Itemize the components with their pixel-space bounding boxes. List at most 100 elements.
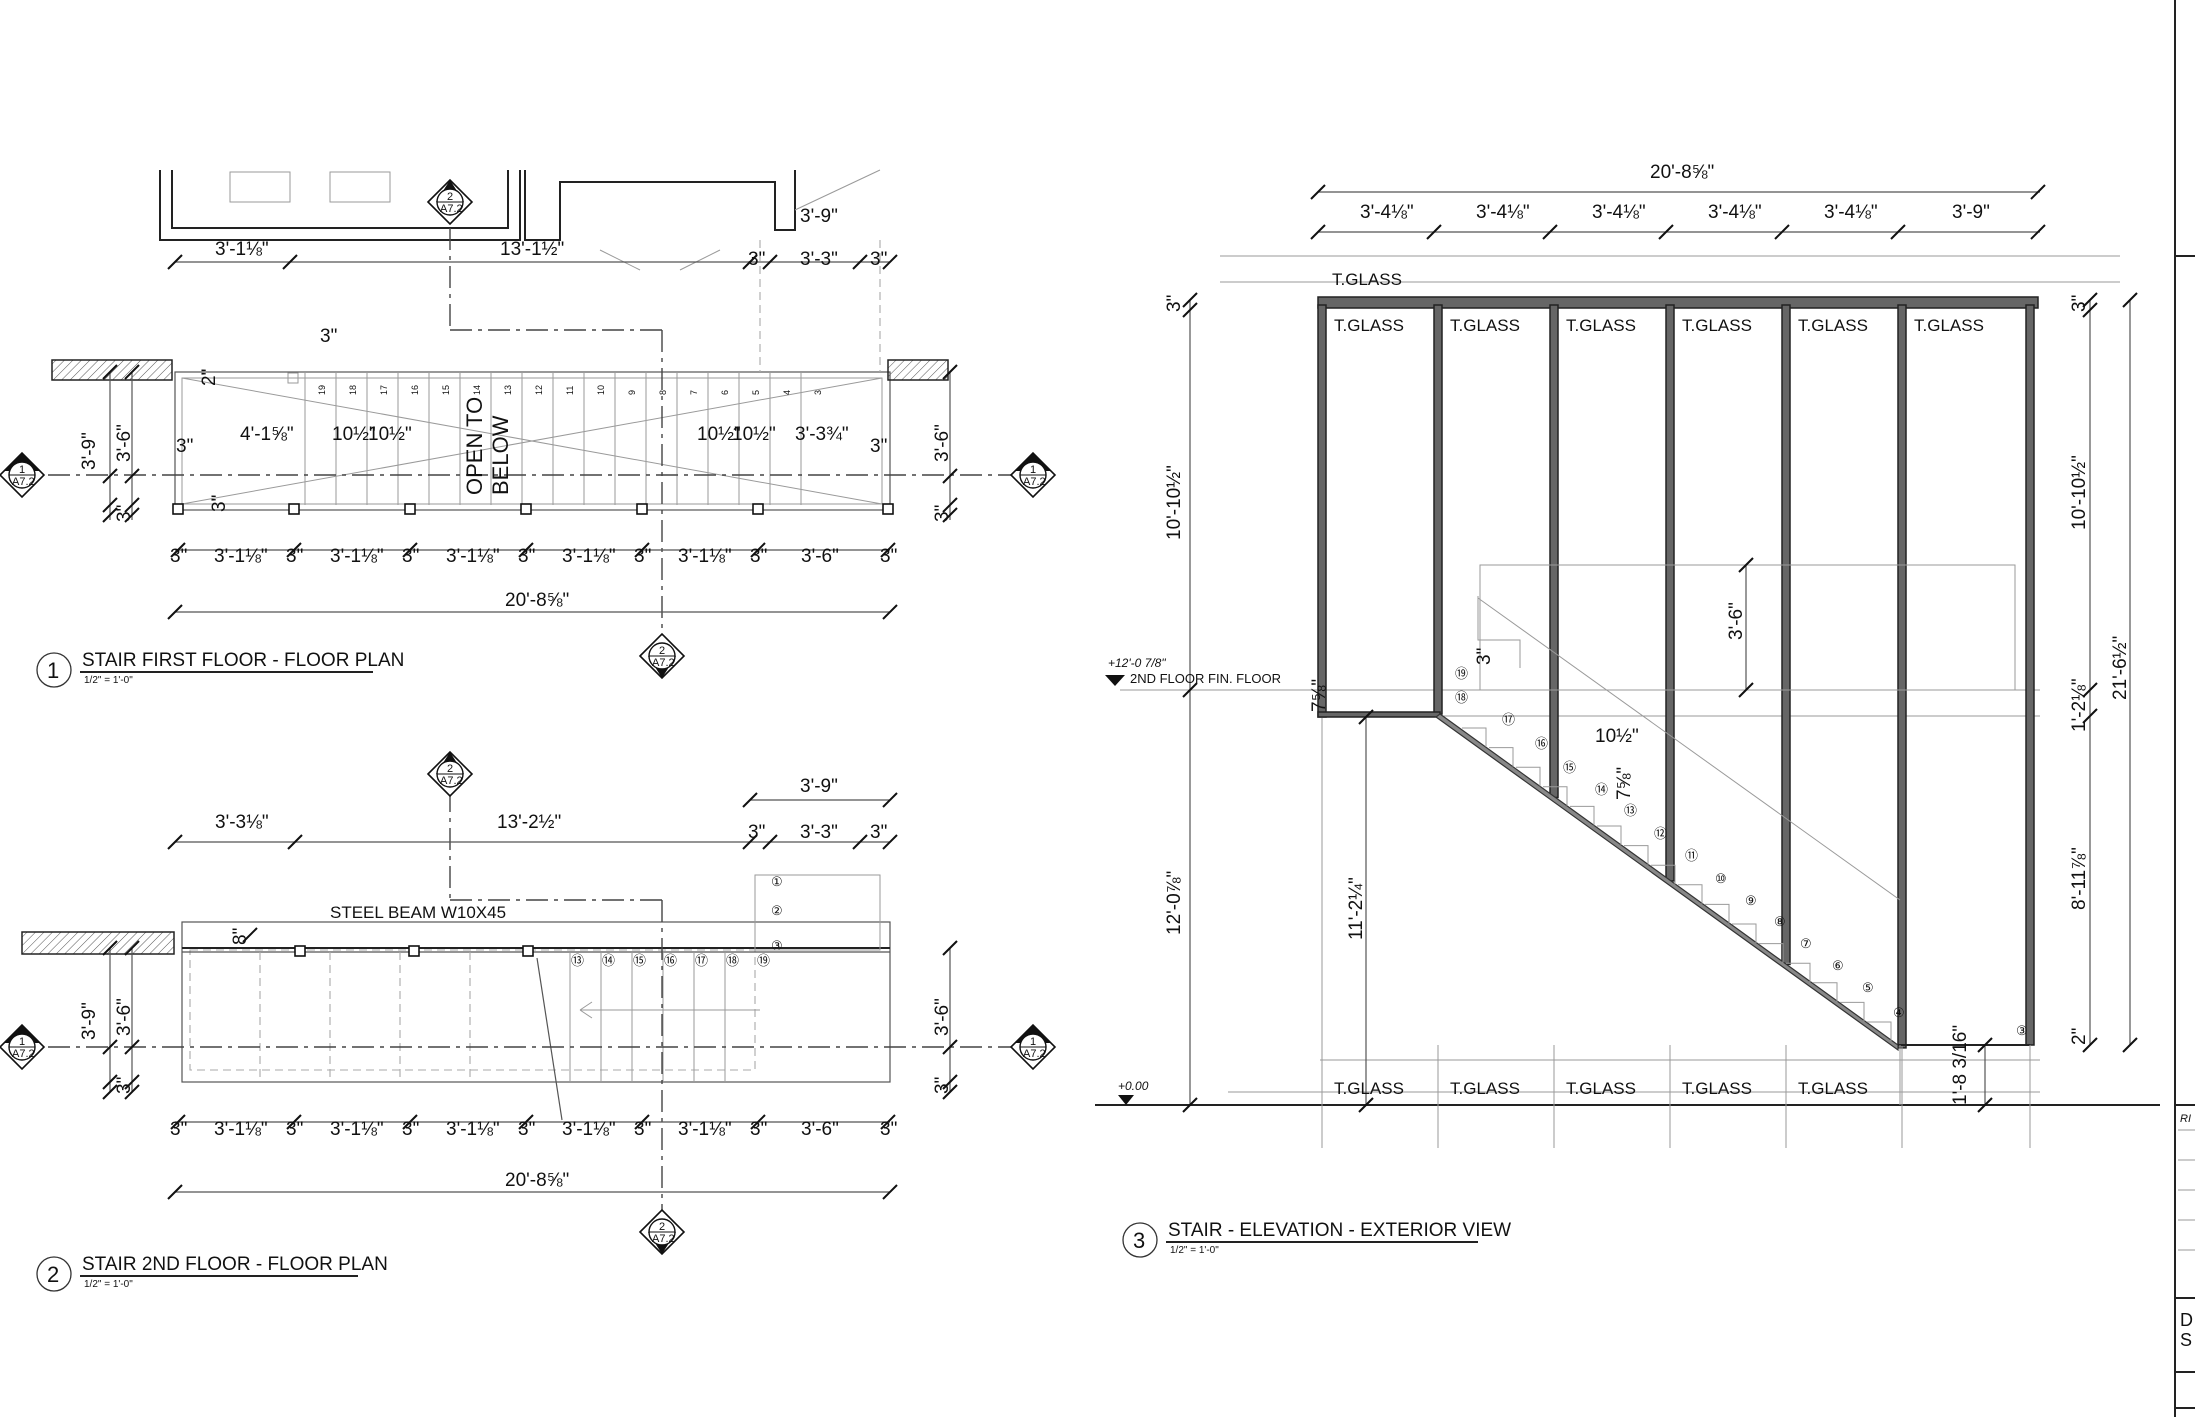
dim-text: 3'-6" (114, 424, 135, 462)
glass-label: T.GLASS (1334, 316, 1404, 335)
stair-steps (1462, 727, 1892, 1041)
column-post (752, 503, 764, 515)
room-fixture (229, 171, 291, 203)
dimension-tick (852, 834, 868, 850)
marker-number: 1 (19, 1036, 25, 1048)
dimension-tick (124, 497, 140, 513)
dim-text: 3" (634, 1119, 651, 1140)
title-block-text: D (2180, 1310, 2193, 1330)
dim-text: 10½" (368, 424, 412, 445)
dim-text: 3'-9" (79, 1002, 100, 1040)
dim-text: 1'-2⅛" (2069, 678, 2090, 732)
top-dim-strip: 3'-4⅛"3'-4⅛"3'-4⅛"3'-4⅛"3'-4⅛"3'-9" (1360, 202, 1990, 223)
section-marker: 1 A7.2 (1009, 1023, 1057, 1071)
dim-text: 3'-6" (114, 998, 135, 1036)
dim-text: 3'-6" (932, 998, 953, 1036)
dim-text: 3" (1474, 648, 1495, 665)
dimension-tick (170, 542, 186, 558)
step-outline (1489, 747, 1514, 767)
dim-text: 3'-6" (801, 1119, 839, 1140)
dim-text: 3" (320, 326, 337, 347)
floor-slab-edge (1317, 711, 1441, 718)
open-to-below-label: BELOW (488, 415, 513, 495)
step-outline (1570, 805, 1595, 826)
dim-text: 3'-3" (800, 822, 838, 843)
dim-text: 3'-3¾" (795, 424, 849, 445)
tread-number: 7 (689, 390, 699, 395)
dimension-tick (2082, 1037, 2098, 1053)
column-post (408, 945, 420, 957)
mullion-row (1317, 304, 2035, 1148)
tread-number: ⑰ (695, 953, 708, 968)
dimension-tick (1774, 224, 1790, 240)
column-post (172, 503, 184, 515)
drawing-title: STAIR - ELEVATION - EXTERIOR VIEW (1168, 1220, 1511, 1241)
dim-text: 3'-1⅛" (214, 546, 268, 567)
dimension-tick (124, 364, 140, 380)
dimension-ticks (102, 792, 958, 1200)
level-triangle-icon (1105, 675, 1125, 686)
tread-number: ⑭ (602, 953, 615, 968)
dim-text: 2" (2069, 1028, 2090, 1045)
dimension-tick (634, 542, 650, 558)
dim-text: 21'-6½" (2110, 636, 2131, 700)
dimension-tick (1426, 224, 1442, 240)
dim-text: 3" (750, 546, 767, 567)
dim-text: 3" (114, 1077, 135, 1094)
tread-number: 13 (503, 385, 513, 395)
tread-number: 14 (472, 385, 482, 395)
step-number: ⑥ (1832, 958, 1844, 973)
dimension-tick (1182, 1097, 1198, 1113)
mullion (1549, 304, 1559, 799)
step-number: ⑭ (1595, 782, 1608, 797)
drawing-number: 2 (47, 1262, 59, 1287)
dimension-tick (124, 1074, 140, 1090)
dim-text: 3'-1⅛" (562, 1119, 616, 1140)
overall-dim: 20'-8⅝" (505, 1170, 569, 1191)
dim-text: 3'-1⅛" (215, 239, 269, 260)
dim-text: 13'-2½" (497, 812, 561, 833)
dim-text: 3'-1⅛" (446, 1119, 500, 1140)
dim-text: 3" (748, 822, 765, 843)
dim-text: 3'-1⅛" (330, 1119, 384, 1140)
glass-label: T.GLASS (1450, 316, 1520, 335)
dim-text: 10½" (332, 424, 376, 445)
ground-level: +0.00 (1118, 1079, 1149, 1093)
mullion (1433, 304, 1443, 715)
tread-number: 3 (813, 390, 823, 395)
step-outline (1651, 864, 1676, 885)
dimension-tick (2030, 184, 2046, 200)
dim-text: 3'-4⅛" (1592, 202, 1646, 223)
drawing-title: STAIR 2ND FLOOR - FLOOR PLAN (82, 1254, 388, 1275)
tread-number: 16 (410, 385, 420, 395)
room-fixture (329, 171, 391, 203)
level-triangle-icon (1118, 1095, 1134, 1105)
dim-text: 3'-9" (1952, 202, 1990, 223)
dimension-tick (880, 1114, 896, 1130)
dimension-tick (942, 364, 958, 380)
marker-number: 2 (447, 763, 453, 775)
step-number: ⑧ (1774, 914, 1786, 929)
step-outline (1597, 825, 1622, 845)
dim-text: 3" (870, 249, 887, 270)
dimension-tick (750, 542, 766, 558)
step-outline (1759, 943, 1784, 963)
dimension-tick (102, 940, 118, 956)
dimension-tick (124, 1084, 140, 1100)
level-value: +12'-0 7/8" (1108, 656, 1166, 670)
mullion (1897, 304, 1907, 1049)
glass-label: T.GLASS (1914, 316, 1984, 335)
title-bubble (36, 1256, 72, 1292)
title-bubble (36, 652, 72, 688)
dimension-tick (2082, 292, 2098, 308)
tread-number: 4 (782, 390, 792, 395)
dimension-tick (852, 254, 868, 270)
dimension-tick (1890, 224, 1906, 240)
column-post (636, 503, 648, 515)
step-outline (1516, 766, 1541, 787)
glass-label: T.GLASS (1798, 316, 1868, 335)
